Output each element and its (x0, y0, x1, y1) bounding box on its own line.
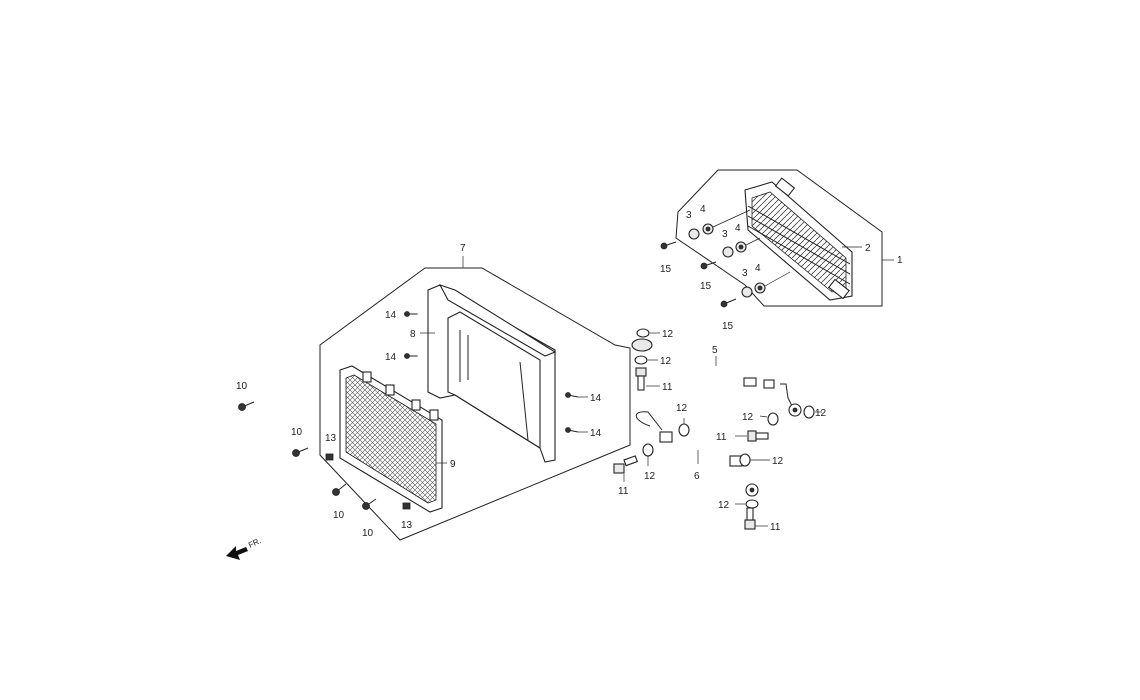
banjo-bolt-part-11a (635, 367, 647, 391)
callout-11d: 11 (770, 522, 781, 533)
shroud (427, 284, 557, 463)
oil-cooler-group-outline (675, 169, 883, 307)
bolt-part-15c (720, 298, 737, 308)
callout-4c: 4 (755, 263, 761, 274)
callout-9: 9 (450, 459, 456, 470)
bolt-part-15a (660, 241, 677, 250)
nut-part-4b (735, 241, 747, 253)
callout-10a: 10 (236, 381, 248, 392)
callout-12a: 12 (662, 329, 674, 340)
washer-part-12b (634, 355, 648, 365)
callout-12b: 12 (660, 356, 672, 367)
shroud-group-outline (319, 267, 631, 541)
callout-3c: 3 (742, 268, 748, 279)
screw-part-14d (565, 427, 579, 433)
callout-7: 7 (460, 243, 466, 254)
callout-12g: 12 (815, 408, 827, 419)
callout-10b: 10 (291, 427, 303, 438)
callout-11a: 11 (662, 382, 673, 393)
grommet-part-13b (402, 502, 411, 510)
callout-10c: 10 (333, 510, 345, 521)
bolt-part-15b (700, 261, 717, 270)
nut-part-4c (754, 282, 766, 294)
washer-part-12a (636, 328, 650, 338)
callout-15a: 15 (660, 264, 672, 275)
oil-hose-part-6 (635, 411, 759, 497)
callout-12c: 12 (676, 403, 688, 414)
callout-1: 1 (897, 255, 903, 266)
bolt-part-10a (238, 401, 255, 411)
callout-12f: 12 (772, 456, 784, 467)
washer-part-12e (642, 443, 654, 457)
collar-part-3a (688, 228, 700, 240)
callout-2: 2 (865, 243, 871, 254)
callout-12e: 12 (644, 471, 656, 482)
leader-lines (406, 313, 822, 527)
banjo-bolt-part-11c (613, 455, 639, 474)
callout-10d: 10 (362, 528, 374, 539)
collar-part-3b (722, 246, 734, 258)
callout-3a: 3 (686, 210, 692, 221)
callout-13b: 13 (401, 520, 413, 531)
banjo-bolt-part-11d (744, 507, 756, 530)
callout-6: 6 (694, 471, 700, 482)
callout-15b: 15 (700, 281, 712, 292)
grille-screen (339, 365, 443, 513)
nut-part-4a (702, 223, 714, 235)
callout-3b: 3 (722, 229, 728, 240)
front-direction-arrow-icon (226, 546, 248, 560)
callout-8: 8 (410, 329, 416, 340)
front-direction-label: FR. (247, 536, 262, 550)
bolt-part-10d (362, 498, 377, 510)
callout-12h: 12 (718, 500, 730, 511)
washer-part-12f (739, 453, 751, 467)
oil-cooler (744, 177, 853, 301)
callout-13a: 13 (325, 433, 337, 444)
callout-11b: 11 (716, 432, 727, 443)
callout-12d: 12 (742, 412, 754, 423)
callout-labels: 1 2 3 4 3 4 3 4 15 15 15 7 8 14 14 14 14… (236, 204, 903, 539)
screw-part-14c (565, 392, 579, 398)
washer-part-12g (803, 405, 815, 419)
callout-5: 5 (712, 345, 718, 356)
callout-4b: 4 (735, 223, 741, 234)
callout-4a: 4 (700, 204, 706, 215)
collar-part-3c (741, 286, 753, 298)
callout-14d: 14 (590, 428, 602, 439)
oil-hose-part-5 (631, 338, 802, 417)
callout-15c: 15 (722, 321, 734, 332)
callout-11c: 11 (618, 486, 629, 497)
washer-part-12d (767, 412, 779, 426)
washer-part-12h (745, 499, 759, 509)
grommet-part-13a (325, 453, 334, 461)
callout-14a: 14 (385, 310, 397, 321)
bolt-part-10b (292, 447, 309, 457)
callout-14b: 14 (385, 352, 397, 363)
bolt-part-10c (332, 483, 347, 496)
callout-14c: 14 (590, 393, 602, 404)
washer-part-12c (678, 423, 690, 437)
banjo-bolt-part-11b (747, 430, 769, 442)
